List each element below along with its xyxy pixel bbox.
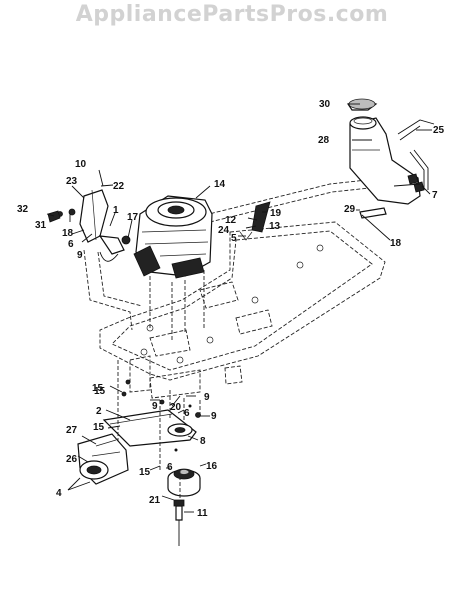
callout-label: 9 (77, 250, 83, 261)
engine (133, 195, 213, 340)
callout-label: 9 (152, 401, 158, 412)
electric-clutch (167, 468, 201, 512)
callout-label: 14 (214, 179, 226, 190)
callout-label: 31 (35, 220, 47, 231)
callout-label: 4 (56, 488, 62, 499)
callout-label: 25 (433, 125, 445, 136)
watermark: AppliancePartsPros.com (75, 2, 389, 27)
callout-label: 21 (149, 495, 161, 506)
callout-label: 32 (17, 204, 29, 215)
callout-label: 15 (92, 383, 104, 394)
callout-label: 6 (167, 462, 173, 473)
callout-labels: 1 2 4 5 6 6 6 7 8 9 9 9 9 10 11 12 13 14… (17, 99, 445, 519)
callout-label: 19 (270, 208, 282, 219)
callout-label: 10 (75, 159, 87, 170)
callout-label: 23 (66, 176, 78, 187)
callout-label: 9 (204, 392, 210, 403)
chassis-frame (83, 177, 389, 399)
callout-label: 28 (318, 135, 330, 146)
callout-label: 29 (344, 204, 356, 215)
callout-label: 6 (184, 408, 190, 419)
callout-label: 22 (113, 181, 125, 192)
callout-label: 26 (66, 454, 78, 465)
callout-label: 1 (113, 205, 119, 216)
callout-label: 13 (269, 221, 281, 232)
callout-label: 30 (319, 99, 331, 110)
callout-label: 15 (139, 467, 151, 478)
callout-label: 8 (200, 436, 206, 447)
hardware-bolts (121, 379, 201, 546)
callout-label: 18 (390, 238, 402, 249)
callout-label: 12 (225, 215, 237, 226)
callout-label: 6 (68, 239, 74, 250)
callout-label: 7 (432, 190, 438, 201)
leader-lines (46, 103, 432, 513)
callout-label: 5 (231, 233, 237, 244)
callout-label: 20 (170, 402, 182, 413)
callout-label: 11 (197, 508, 208, 519)
callout-label: 18 (62, 228, 74, 239)
callout-label: 15 (93, 422, 105, 433)
mount-bracket (239, 201, 271, 241)
callout-label: 24 (218, 225, 230, 236)
callout-label: 16 (206, 461, 218, 472)
hydro-pump-unit (77, 433, 129, 485)
callout-label: 15 (94, 386, 106, 397)
fuel-tank (347, 98, 435, 219)
throttle-control-assembly (47, 189, 131, 262)
extra-ticks (174, 404, 192, 452)
callout-label: 9 (211, 411, 217, 422)
callout-label: 17 (127, 212, 139, 223)
callout-label: 27 (66, 425, 78, 436)
callout-label: 2 (96, 406, 102, 417)
